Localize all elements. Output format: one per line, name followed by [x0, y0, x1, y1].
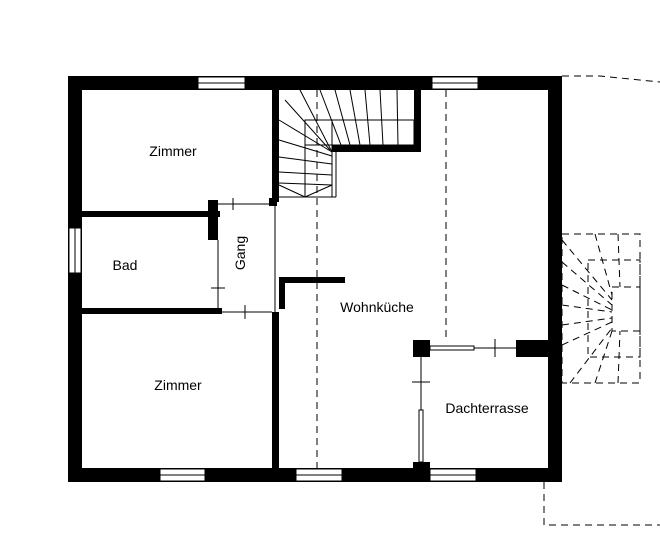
- room-label-zimmer-bottom: Zimmer: [154, 377, 202, 393]
- room-label-gang: Gang: [232, 236, 248, 270]
- doors: [211, 198, 516, 463]
- room-label-bad: Bad: [113, 257, 138, 273]
- room-label-wohnkueche: Wohnküche: [340, 299, 414, 315]
- inner-staircase: [278, 89, 415, 198]
- dashed-lines: [316, 75, 660, 526]
- room-label-dachterrasse: Dachterrasse: [445, 400, 528, 416]
- room-label-zimmer-top: Zimmer: [149, 143, 197, 159]
- outside-staircase: [561, 233, 641, 384]
- interior-walls: [82, 90, 548, 480]
